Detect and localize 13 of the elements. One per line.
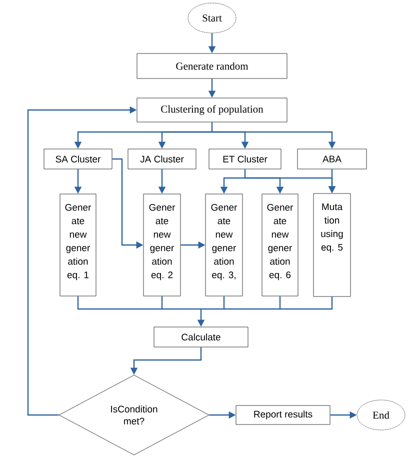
process-box: ET Cluster bbox=[208, 148, 282, 170]
process-box: SA Cluster bbox=[44, 148, 112, 170]
process-box: Gener ate new gener ation eq. 6 bbox=[262, 194, 298, 296]
process-box: Gener ate new gener ation eq. 3, bbox=[205, 194, 243, 296]
process-box: Gener ate new gener ation eq. 2 bbox=[143, 194, 181, 296]
process-box: ABA bbox=[297, 148, 367, 170]
process-box: Muta tion using eq. 5 bbox=[313, 193, 351, 297]
process-box: JA Cluster bbox=[128, 148, 196, 170]
process-box: Calculate bbox=[154, 326, 248, 348]
process-box: Clustering of population bbox=[136, 98, 288, 122]
process-box: Generate random bbox=[136, 53, 288, 79]
process-box: Report results bbox=[236, 405, 330, 425]
process-box: Gener ate new gener ation eq. 1 bbox=[60, 194, 96, 296]
